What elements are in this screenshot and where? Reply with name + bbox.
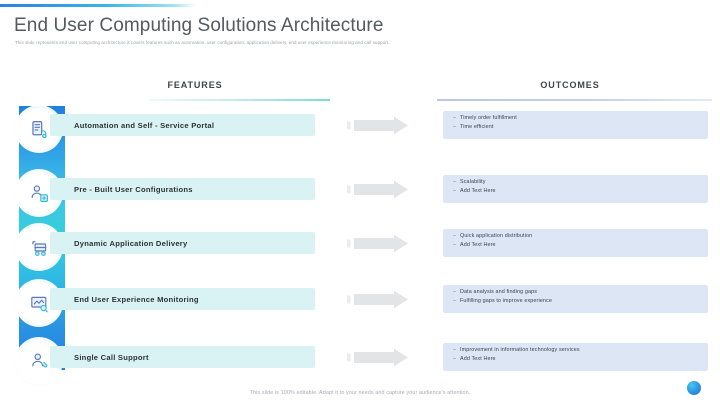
outcome-bullet-icon: – <box>453 298 457 305</box>
page-subtitle: This slide represents end user computing… <box>15 40 390 45</box>
architecture-row: End User Experience Monitoring –Data anal… <box>0 282 720 324</box>
footer-note: This slide is 100% editable. Adapt it to… <box>249 390 471 396</box>
feature-label: Single Call Support <box>74 352 149 362</box>
outcome-bullet-icon: – <box>453 289 457 295</box>
feature-label: End User Experience Monitoring <box>74 294 199 304</box>
outcome-bar[interactable]: –Scalability–Add Text Here <box>443 175 708 203</box>
outcome-item: –Fulfilling gaps to improve experience <box>453 297 708 306</box>
outcome-text: Timely order fulfillment <box>460 115 517 121</box>
column-header-outcomes: OUTCOMES <box>540 80 600 90</box>
outcome-text: Time efficient <box>460 124 494 131</box>
outcome-bar[interactable]: –Improvement in information technology s… <box>443 343 708 371</box>
column-divider-outcomes <box>437 99 712 101</box>
feature-bar[interactable]: Pre - Built User Configurations <box>50 178 315 200</box>
column-divider-features <box>150 99 330 101</box>
feature-bar[interactable]: Dynamic Application Delivery <box>50 232 315 254</box>
outcome-text: Add Text Here <box>460 242 496 249</box>
right-arrow-icon <box>345 234 421 253</box>
outcome-bar[interactable]: –Timely order fulfillment–Time efficient <box>443 111 708 139</box>
feature-label: Automation and Self - Service Portal <box>74 120 215 130</box>
outcome-bar[interactable]: –Data analysis and finding gaps–Fulfilli… <box>443 285 708 313</box>
outcome-text: Quick application distribution <box>460 233 533 239</box>
outcome-text: Scalability <box>460 179 486 185</box>
outcome-item: –Scalability <box>453 178 708 187</box>
outcome-text: Data analysis and finding gaps <box>460 289 538 295</box>
top-accent-bar <box>0 4 196 7</box>
right-arrow-icon <box>345 348 421 367</box>
column-header-features: FEATURES <box>167 80 223 90</box>
outcome-item: –Add Text Here <box>453 355 708 364</box>
feature-label: Dynamic Application Delivery <box>74 238 188 248</box>
architecture-row: Single Call Support –Improvement in infor… <box>0 340 720 382</box>
architecture-row: Dynamic Application Delivery –Quick appli… <box>0 226 720 268</box>
outcome-text: Add Text Here <box>460 356 496 363</box>
outcome-item: –Add Text Here <box>453 187 708 196</box>
right-arrow-icon <box>345 180 421 199</box>
architecture-row: Automation and Self - Service Portal –Tim… <box>0 108 720 150</box>
feature-bar[interactable]: Automation and Self - Service Portal <box>50 114 315 136</box>
outcome-bar[interactable]: –Quick application distribution–Add Text… <box>443 229 708 257</box>
outcome-item: –Timely order fulfillment <box>453 114 708 123</box>
outcome-bullet-icon: – <box>453 233 457 239</box>
right-arrow-icon <box>345 290 421 309</box>
outcome-item: –Time efficient <box>453 123 708 132</box>
outcome-item: –Data analysis and finding gaps <box>453 288 708 297</box>
outcome-bullet-icon: – <box>453 347 457 353</box>
architecture-row: Pre - Built User Configurations –Scalabil… <box>0 172 720 214</box>
outcome-bullet-icon: – <box>453 179 457 185</box>
page-title: End User Computing Solutions Architectur… <box>14 15 384 36</box>
outcome-bullet-icon: – <box>453 188 457 195</box>
outcome-item: –Quick application distribution <box>453 232 708 241</box>
outcome-bullet-icon: – <box>453 115 457 121</box>
outcome-item: –Add Text Here <box>453 241 708 250</box>
corner-dot-decoration <box>687 381 701 395</box>
outcome-text: Fulfilling gaps to improve experience <box>460 298 552 305</box>
outcome-text: Improvement in information technology se… <box>460 347 580 353</box>
outcome-item: –Improvement in information technology s… <box>453 346 708 355</box>
outcome-bullet-icon: – <box>453 242 457 249</box>
right-arrow-icon <box>345 116 421 135</box>
feature-bar[interactable]: Single Call Support <box>50 346 315 368</box>
outcome-text: Add Text Here <box>460 188 496 195</box>
feature-bar[interactable]: End User Experience Monitoring <box>50 288 315 310</box>
outcome-bullet-icon: – <box>453 124 457 131</box>
outcome-bullet-icon: – <box>453 356 457 363</box>
feature-label: Pre - Built User Configurations <box>74 184 193 194</box>
